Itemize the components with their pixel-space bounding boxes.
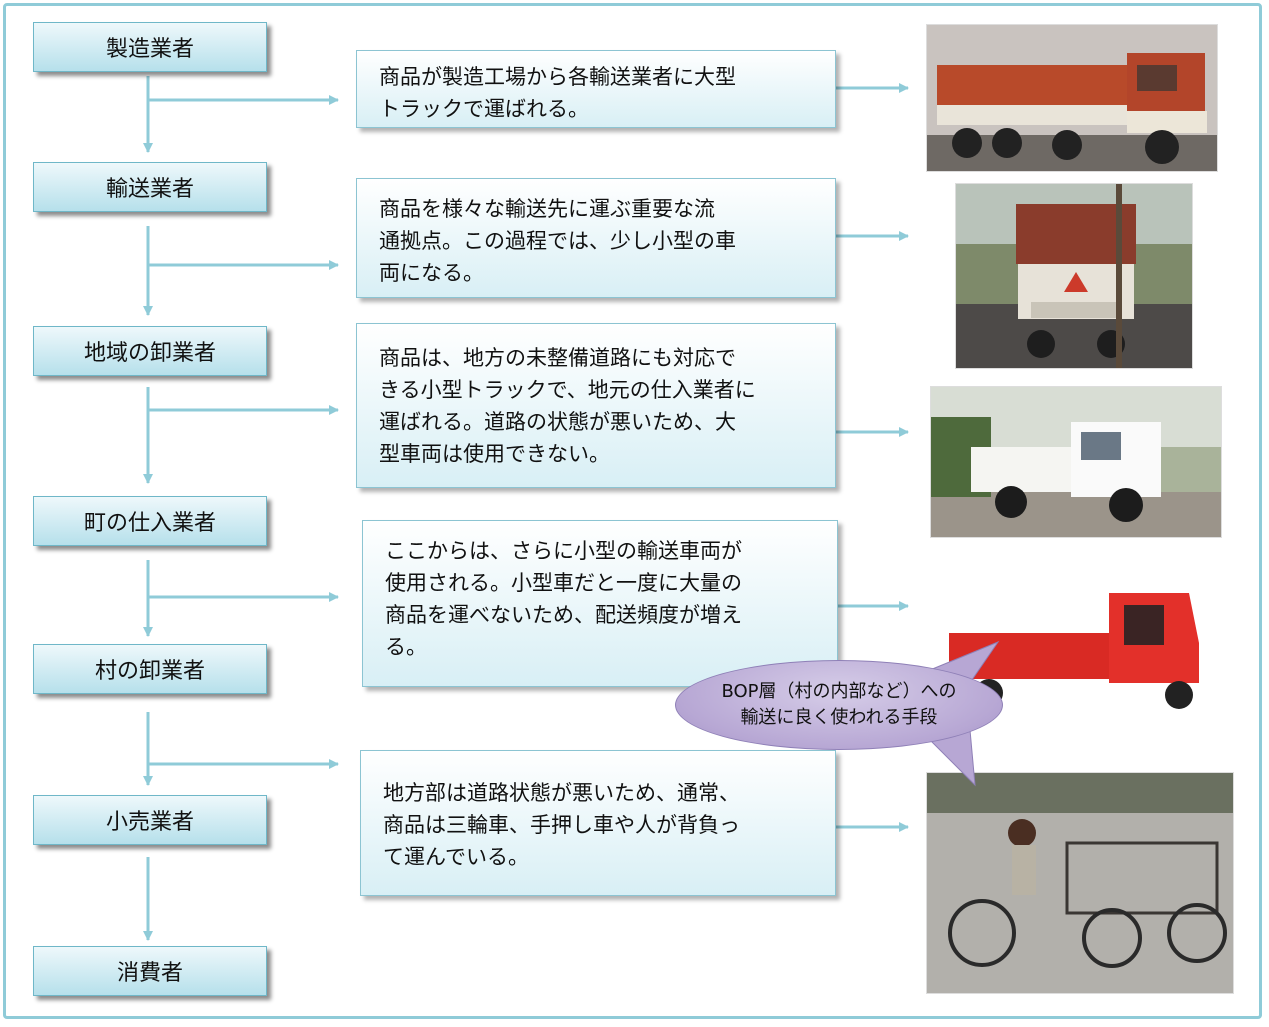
medium-truck-photo	[955, 183, 1193, 369]
cargo-tricycle-photo	[926, 772, 1234, 994]
description-box: 商品は、地方の未整備道路にも対応で きる小型トラックで、地元の仕入業者に 運ばれ…	[356, 323, 836, 488]
description-box: ここからは、さらに小型の輸送車両が 使用される。小型車だと一度に大量の 商品を運…	[362, 520, 838, 687]
small-pickup-truck-photo	[930, 386, 1222, 538]
callout-bubble: BOP層（村の内部など）への 輸送に良く使われる手段	[675, 660, 1003, 750]
stage-box: 製造業者	[33, 22, 267, 72]
large-truck-photo	[926, 24, 1218, 172]
stage-box: 輸送業者	[33, 162, 267, 212]
stage-box: 町の仕入業者	[33, 496, 267, 546]
description-box: 地方部は道路状態が悪いため、通常、 商品は三輪車、手押し車や人が背負っ て運んで…	[360, 750, 836, 896]
stage-box: 消費者	[33, 946, 267, 996]
description-box: 商品が製造工場から各輸送業者に大型 トラックで運ばれる。	[356, 50, 836, 128]
stage-box: 小売業者	[33, 795, 267, 845]
stage-box: 村の卸業者	[33, 644, 267, 694]
stage-box: 地域の卸業者	[33, 326, 267, 376]
description-box: 商品を様々な輸送先に運ぶ重要な流 通拠点。この過程では、少し小型の車 両になる。	[356, 178, 836, 298]
